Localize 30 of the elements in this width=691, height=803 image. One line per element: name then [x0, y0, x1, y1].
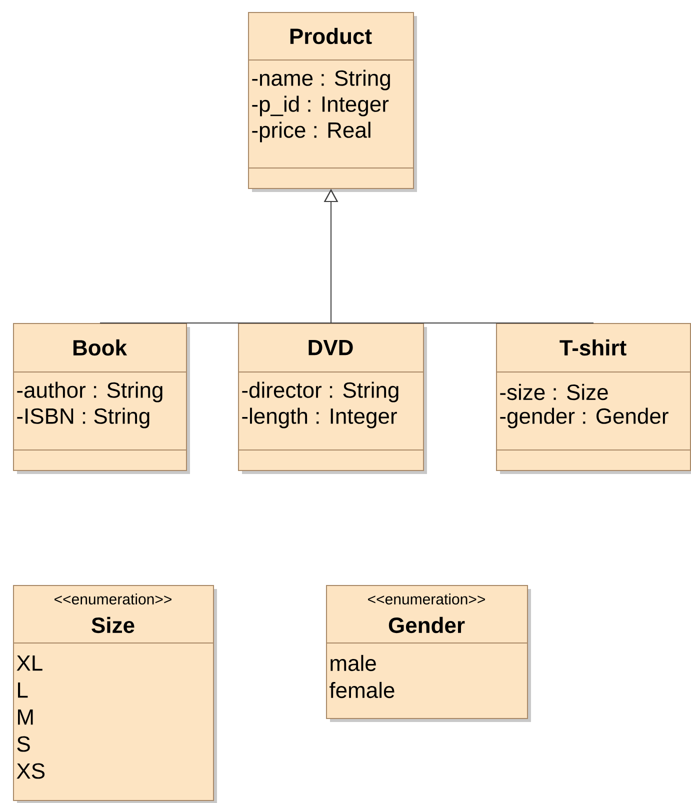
class-box [326, 585, 531, 722]
enum-literal: M [18, 709, 33, 725]
enum-literal: male [330, 654, 376, 672]
attribute: -price : Real [252, 122, 370, 142]
class-box [12, 323, 190, 474]
attribute: -p_id : Integer [252, 96, 389, 116]
attribute: -director : String [242, 382, 398, 402]
stereotype: <<enumeration>> [368, 594, 485, 604]
stereotype: <<enumeration>> [54, 594, 172, 604]
attribute: -size : Size [500, 384, 608, 400]
class-name: Book [73, 339, 128, 356]
class-box [12, 585, 217, 803]
class-box [248, 12, 417, 192]
enum-literal: S [17, 736, 30, 752]
attribute: -length : Integer [242, 408, 397, 428]
attribute: -name : String [252, 70, 390, 90]
class-name: Product [290, 28, 372, 44]
class-name: Gender [388, 616, 465, 634]
class-name: Size [92, 616, 134, 634]
attribute: -gender : Gender [500, 408, 668, 428]
attribute: -ISBN : String [17, 408, 150, 428]
enum-literal: female [330, 682, 394, 698]
enum-literal: XS [16, 763, 45, 779]
enum-literal: L [18, 682, 28, 698]
class-name: DVD [308, 340, 353, 356]
enum-literal: XL [16, 655, 42, 671]
class-name: T-shirt [560, 339, 626, 356]
attribute: -author : String [17, 382, 162, 402]
class-box [238, 323, 427, 474]
class-box [496, 323, 691, 474]
